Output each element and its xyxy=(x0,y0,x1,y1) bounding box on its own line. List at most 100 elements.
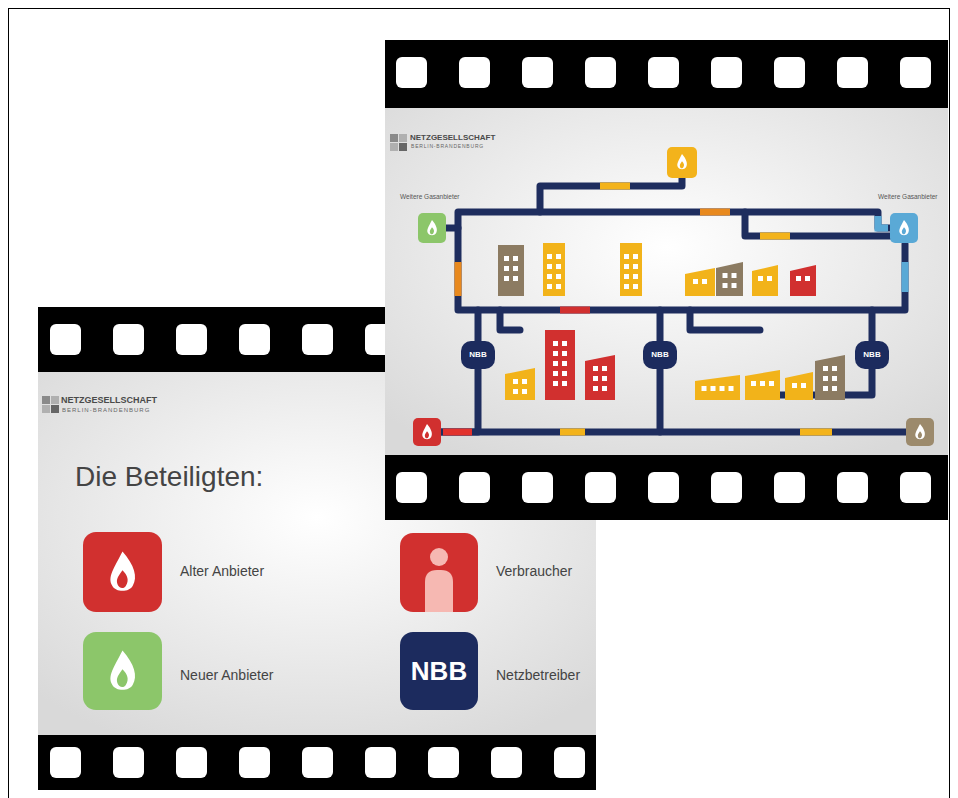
illustration-shape xyxy=(700,209,730,216)
window xyxy=(547,254,552,259)
window xyxy=(562,341,567,346)
illustration-shape xyxy=(425,570,453,612)
window xyxy=(553,381,558,386)
sprocket-hole xyxy=(50,324,81,355)
window xyxy=(553,341,558,346)
building xyxy=(752,265,778,296)
building xyxy=(790,265,816,296)
sprocket-hole xyxy=(711,472,742,503)
window xyxy=(556,254,561,259)
window xyxy=(720,386,725,391)
window xyxy=(562,361,567,366)
window xyxy=(767,276,772,281)
illustration-shape xyxy=(422,424,432,439)
window xyxy=(832,366,837,371)
sprocket-hole xyxy=(837,472,868,503)
illustration-shape xyxy=(446,212,890,228)
building xyxy=(716,262,743,296)
operator-badge: NBB xyxy=(461,341,495,369)
sprocket-hole xyxy=(491,747,522,778)
illustration-shape xyxy=(110,651,135,690)
sprocket-hole xyxy=(428,747,459,778)
illustration-shape xyxy=(677,154,687,169)
window xyxy=(624,284,629,289)
supplier-label: Weitere Gasanbieter xyxy=(878,193,938,200)
logo-mark xyxy=(42,396,59,413)
window xyxy=(513,379,518,384)
sprocket-hole xyxy=(711,57,742,88)
window xyxy=(553,351,558,356)
window xyxy=(556,274,561,279)
illustration-shape xyxy=(878,216,888,228)
illustration-shape xyxy=(83,632,162,710)
window xyxy=(823,386,828,391)
badge-text: NBB xyxy=(411,658,467,684)
illustration-shape xyxy=(430,548,448,566)
window xyxy=(556,284,561,289)
window xyxy=(562,381,567,386)
gas-pipes xyxy=(441,178,906,432)
illustration-shape xyxy=(902,262,909,292)
illustration-shape xyxy=(657,310,664,341)
illustration-shape xyxy=(600,183,630,190)
window xyxy=(792,383,797,388)
window xyxy=(602,366,607,371)
window xyxy=(732,273,737,278)
sprocket-hole xyxy=(396,472,427,503)
illustration-shape xyxy=(915,424,925,439)
sprocket-hole xyxy=(900,472,931,503)
window xyxy=(723,273,728,278)
building xyxy=(505,368,535,400)
illustration-shape xyxy=(413,418,441,446)
window xyxy=(796,276,801,281)
illustration-shape xyxy=(110,552,135,591)
sprocket-hole xyxy=(837,57,868,88)
illustration-shape xyxy=(540,178,682,212)
illustration-shape xyxy=(427,220,437,235)
illustration-shape xyxy=(390,143,398,151)
window xyxy=(801,383,806,388)
illustration-shape xyxy=(42,405,50,413)
window xyxy=(556,264,561,269)
window xyxy=(633,274,638,279)
building xyxy=(585,355,615,400)
sprocket-hole xyxy=(522,57,553,88)
gas-flow-segments xyxy=(443,186,905,432)
illustration-shape xyxy=(399,134,407,142)
illustration-shape xyxy=(560,307,590,314)
sprocket-hole xyxy=(239,747,270,778)
illustration-shape xyxy=(690,310,760,330)
illustration-shape xyxy=(443,429,472,436)
sprocket-hole xyxy=(774,472,805,503)
illustration-shape xyxy=(51,396,59,404)
window xyxy=(547,284,552,289)
sprocket-hole xyxy=(522,472,553,503)
operator-badge: NBB xyxy=(643,341,677,369)
sprocket-hole xyxy=(365,747,396,778)
sprocket-hole xyxy=(113,324,144,355)
operator-badge: NBB xyxy=(400,632,478,710)
illustration-shape xyxy=(800,429,832,436)
operator-badge: NBB xyxy=(855,341,889,369)
window xyxy=(513,276,518,281)
window xyxy=(562,371,567,376)
window xyxy=(513,256,518,261)
sprocket-hole xyxy=(396,57,427,88)
window xyxy=(553,371,558,376)
sprocket-hole xyxy=(459,57,490,88)
window xyxy=(702,386,707,391)
legend-label: Netzbetreiber xyxy=(496,668,580,683)
buildings xyxy=(498,243,845,400)
badge-text: NBB xyxy=(863,351,880,359)
window xyxy=(504,266,509,271)
window xyxy=(624,254,629,259)
window xyxy=(751,381,756,386)
illustration-shape xyxy=(42,396,50,404)
sprocket-hole xyxy=(302,747,333,778)
window xyxy=(711,386,716,391)
logo-mark xyxy=(390,134,407,151)
slide-ground xyxy=(385,108,948,455)
building xyxy=(815,355,845,400)
illustration-shape xyxy=(458,228,905,310)
window xyxy=(602,386,607,391)
